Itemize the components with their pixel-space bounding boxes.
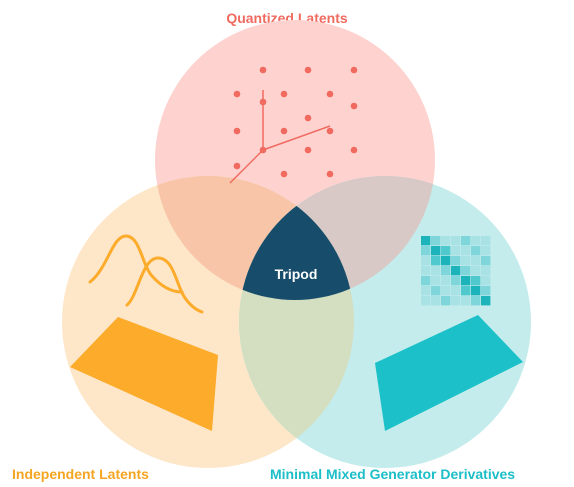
lattice-dot <box>304 114 312 122</box>
matrix-cell <box>441 246 451 256</box>
matrix-cell <box>431 266 441 276</box>
lattice-dot <box>233 127 241 135</box>
matrix-cell <box>481 286 491 296</box>
matrix-cell <box>431 286 441 296</box>
matrix-cell <box>451 256 461 266</box>
matrix-cell <box>471 236 481 246</box>
matrix-cell <box>441 266 451 276</box>
lattice-dot <box>326 127 334 135</box>
lattice-dot <box>233 90 241 98</box>
lattice-dot <box>304 66 312 74</box>
matrix-cell <box>451 296 461 306</box>
matrix-cell <box>431 296 441 306</box>
lattice-dot <box>326 170 334 178</box>
matrix-cell <box>481 256 491 266</box>
matrix-cell <box>431 276 441 286</box>
lattice-dot <box>304 146 312 154</box>
lattice-dot <box>259 98 267 106</box>
matrix-cell <box>441 286 451 296</box>
matrix-cell <box>481 296 491 306</box>
matrix-cell <box>441 256 451 266</box>
matrix-cell <box>471 286 481 296</box>
lattice-dot <box>259 66 267 74</box>
matrix-cell <box>481 236 491 246</box>
matrix-cell <box>421 266 431 276</box>
matrix-cell <box>431 256 441 266</box>
matrix-cell <box>461 246 471 256</box>
matrix-cell <box>461 236 471 246</box>
left-parallelogram-icon <box>70 317 218 431</box>
minimal-mixed-generator-derivatives-label: Minimal Mixed Generator Derivatives <box>270 466 516 482</box>
matrix-cell <box>441 296 451 306</box>
matrix-cell <box>431 236 441 246</box>
matrix-cell <box>441 236 451 246</box>
matrix-cell <box>471 296 481 306</box>
matrix-cell <box>461 276 471 286</box>
matrix-cell <box>431 246 441 256</box>
tripod-region <box>239 176 354 300</box>
matrix-cell <box>481 246 491 256</box>
matrix-cell <box>451 276 461 286</box>
lattice-dot <box>350 102 358 110</box>
matrix-cell <box>441 276 451 286</box>
matrix-cell <box>471 276 481 286</box>
lattice-dot <box>350 146 358 154</box>
matrix-cell <box>461 286 471 296</box>
matrix-cell <box>471 246 481 256</box>
lattice-dot <box>259 146 267 154</box>
matrix-cell <box>471 256 481 266</box>
matrix-cell <box>461 296 471 306</box>
matrix-cell <box>421 276 431 286</box>
matrix-cell <box>421 246 431 256</box>
lattice-dot <box>280 127 288 135</box>
independent-latents-label: Independent Latents <box>12 466 149 482</box>
matrix-cell <box>421 236 431 246</box>
matrix-cell <box>421 256 431 266</box>
matrix-cell <box>481 266 491 276</box>
matrix-cell <box>421 296 431 306</box>
matrix-cell <box>461 266 471 276</box>
matrix-cell <box>421 286 431 296</box>
lattice-icon <box>229 66 358 184</box>
matrix-cell <box>481 276 491 286</box>
matrix-cell <box>451 236 461 246</box>
matrix-cell <box>451 246 461 256</box>
matrix-cell <box>461 256 471 266</box>
lattice-dot <box>350 66 358 74</box>
lattice-dot <box>326 90 334 98</box>
matrix-cell <box>451 266 461 276</box>
matrix-icon <box>421 236 491 306</box>
tripod-label: Tripod <box>274 266 318 282</box>
right-parallelogram-icon <box>375 315 523 431</box>
matrix-cell <box>471 266 481 276</box>
lattice-dot <box>280 170 288 178</box>
lattice-dot <box>280 90 288 98</box>
matrix-cell <box>451 286 461 296</box>
bell-curves-icon <box>88 234 204 314</box>
lattice-dot <box>233 162 241 170</box>
